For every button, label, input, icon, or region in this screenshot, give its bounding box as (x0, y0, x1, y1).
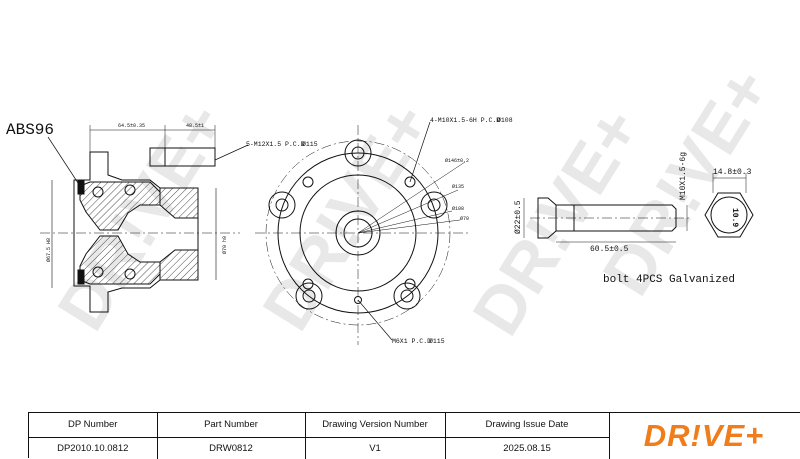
value-dp-number: DP2010.10.0812 (29, 437, 158, 459)
thread-holes-label: 4-M10X1.5-6H P.C.D (430, 117, 500, 124)
header-drawing-version: Drawing Version Number (305, 413, 446, 438)
header-dp-number: DP Number (29, 413, 158, 438)
bolt-thread: M10X1.5-6g (679, 152, 688, 200)
dim-48: 48.5±1 (186, 123, 204, 129)
dia-146: Ø146±0.2 (445, 157, 469, 164)
bolt-length: 60.5±0.5 (590, 245, 629, 254)
stud-label: 5-M12X1.5 P.C.D (246, 141, 305, 148)
value-drawing-version: V1 (305, 437, 446, 459)
dia-70b: Ø70 (460, 215, 469, 222)
header-part-number: Part Number (157, 413, 306, 438)
stud-pcd: Ø115 (302, 140, 318, 148)
header-issue-date: Drawing Issue Date (445, 413, 610, 438)
dia-135: Ø135 (452, 183, 464, 190)
brand-cell: DR!VE+ (609, 413, 799, 459)
dim-64: 64.5±0.35 (118, 123, 145, 129)
dia-108: Ø108 (452, 205, 464, 212)
bolt-note: bolt 4PCS Galvanized (603, 274, 735, 286)
hex-mark: 10.9 (730, 208, 739, 227)
bolt-view (523, 173, 754, 243)
hub-section-labels: ABS96 64.5±0.35 48.5±1 5-M12X1.5 P.C.D Ø… (6, 121, 318, 262)
bolt-labels: M10X1.5-6g Ø22±0.5 60.5±0.5 14.8±0.3 10.… (514, 152, 752, 286)
title-block-table: DP Number Part Number Drawing Version Nu… (29, 413, 610, 459)
dia-70: Ø70 h9 (221, 236, 228, 254)
hub-front-labels: 4-M10X1.5-6H P.C.D Ø108 Ø146±0.2 Ø135 Ø1… (392, 116, 513, 345)
brand-logo: DR!VE+ (643, 418, 765, 453)
hub-front-view (255, 121, 470, 345)
value-issue-date: 2025.08.15 (445, 437, 610, 459)
bolt-head-dia: Ø22±0.5 (514, 200, 523, 234)
hub-section-view (40, 125, 249, 313)
m6-label: M6X1 P.C.D (392, 338, 431, 345)
technical-drawing: DR!VE+ DR!VE+ DR!VE+ DR!VE+ (6, 55, 786, 348)
value-part-number: DRW0812 (157, 437, 306, 459)
thread-holes-pcd: Ø108 (497, 116, 513, 124)
hex-width: 14.8±0.3 (713, 168, 752, 177)
dia-67: Ø67.5 H8 (45, 238, 52, 262)
title-block: DP Number Part Number Drawing Version Nu… (28, 412, 800, 459)
abs-label: ABS96 (6, 121, 54, 139)
m6-pcd: Ø115 (429, 337, 445, 345)
